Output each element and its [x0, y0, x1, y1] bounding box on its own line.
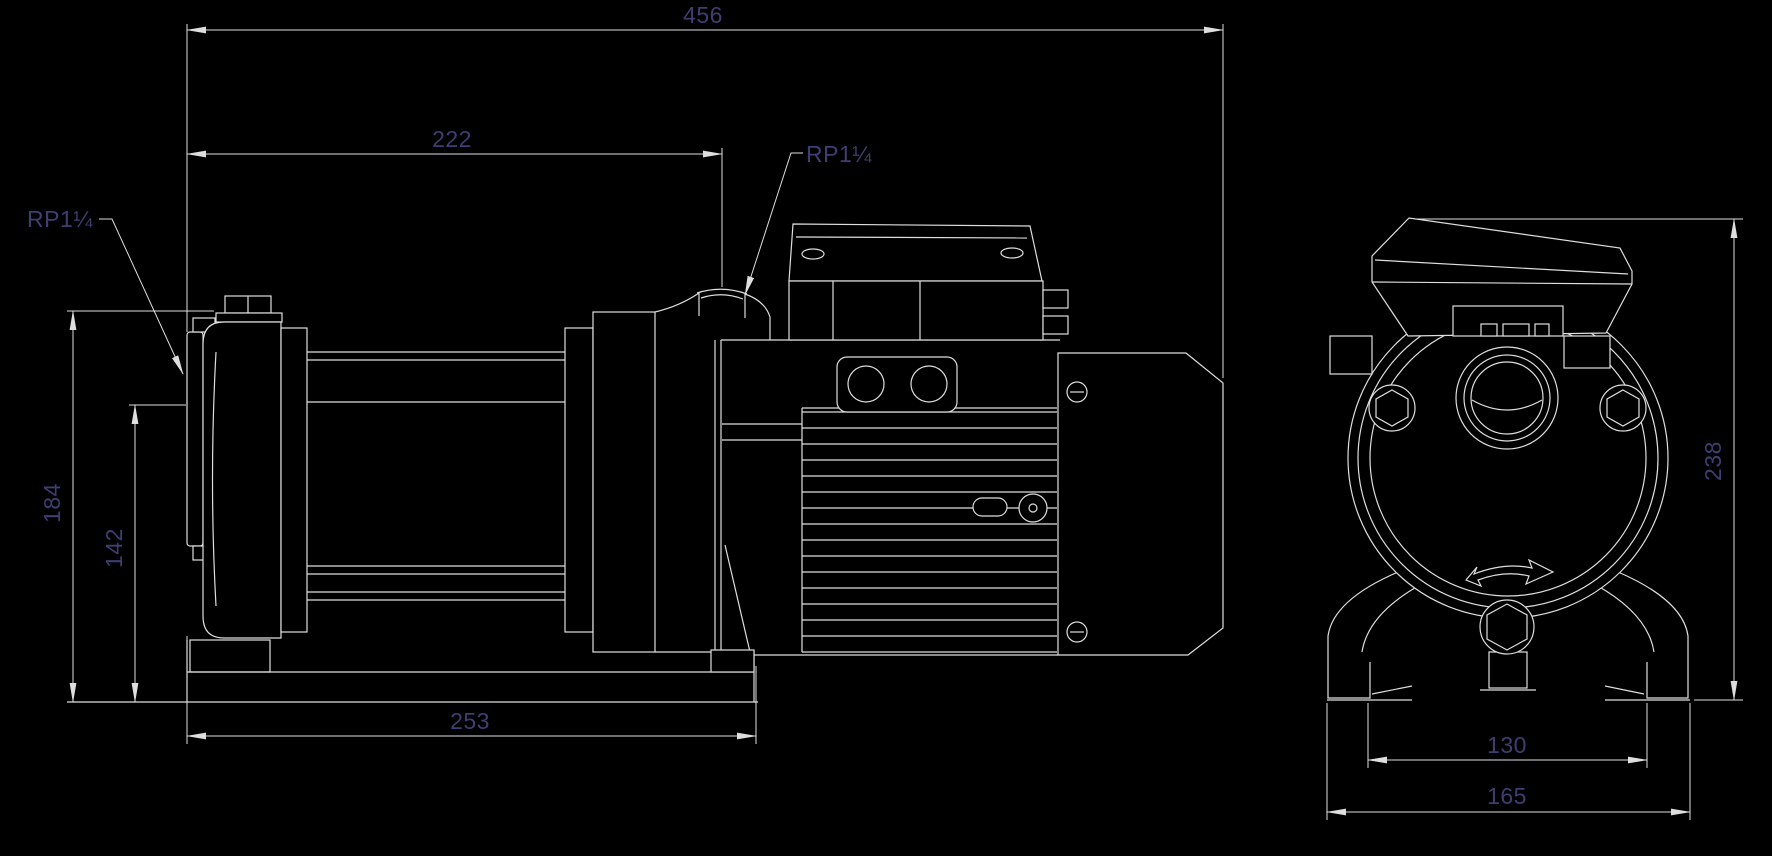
pump-head-left — [202, 295, 283, 639]
bottom-bracket — [1488, 651, 1528, 689]
rotation-arrow-icon — [1465, 558, 1555, 588]
discharge-head — [592, 288, 771, 655]
dim-base-width-label: 165 — [1487, 783, 1527, 809]
lid-screw-icon — [801, 248, 825, 260]
dim-end-height-label: 238 — [1700, 441, 1726, 481]
dim-inlet-height-label: 142 — [101, 528, 127, 568]
front-dimensions: 456 222 RP1¼ RP1¼ 184 142 253 — [27, 2, 1224, 744]
motor — [721, 339, 1224, 656]
stage-casing — [280, 327, 594, 633]
flange-bolt — [1368, 384, 1416, 432]
dim-overall-length-label: 456 — [683, 2, 723, 28]
terminal-box-end — [1371, 217, 1633, 337]
terminal-box — [788, 223, 1069, 341]
fan-cover — [1057, 352, 1224, 656]
cable-gland-hole — [910, 365, 948, 403]
cable-gland-hole — [847, 365, 885, 403]
lid-screw-icon — [1000, 247, 1024, 259]
drain-plug — [1479, 599, 1535, 655]
dim-overall-height-label: 184 — [39, 483, 65, 523]
end-dimensions: 238 130 165 — [1326, 218, 1743, 820]
outlet-port-label: RP1¼ — [806, 141, 872, 167]
inlet-port-label: RP1¼ — [27, 206, 93, 232]
lifting-boss — [1018, 493, 1048, 523]
end-view: 238 130 165 — [1326, 217, 1743, 820]
dim-base-length-label: 253 — [450, 708, 490, 734]
base-feet — [186, 639, 755, 702]
inlet-port-leader — [99, 218, 184, 375]
front-view: 456 222 RP1¼ RP1¼ 184 142 253 — [27, 2, 1224, 744]
port-mount-block — [1329, 305, 1611, 375]
end-feet — [1327, 571, 1690, 701]
flange-bolt — [1599, 384, 1647, 432]
cable-gland-plate — [836, 356, 958, 413]
discharge-port — [696, 288, 748, 318]
dim-foot-spacing-label: 130 — [1487, 732, 1527, 758]
motor-fins — [802, 411, 1057, 653]
nameplate-slot — [972, 497, 1008, 517]
motor-stool — [655, 340, 751, 655]
port-flange — [1455, 346, 1559, 450]
outlet-port-leader — [744, 152, 803, 296]
dim-inlet-to-outlet-label: 222 — [432, 126, 472, 152]
